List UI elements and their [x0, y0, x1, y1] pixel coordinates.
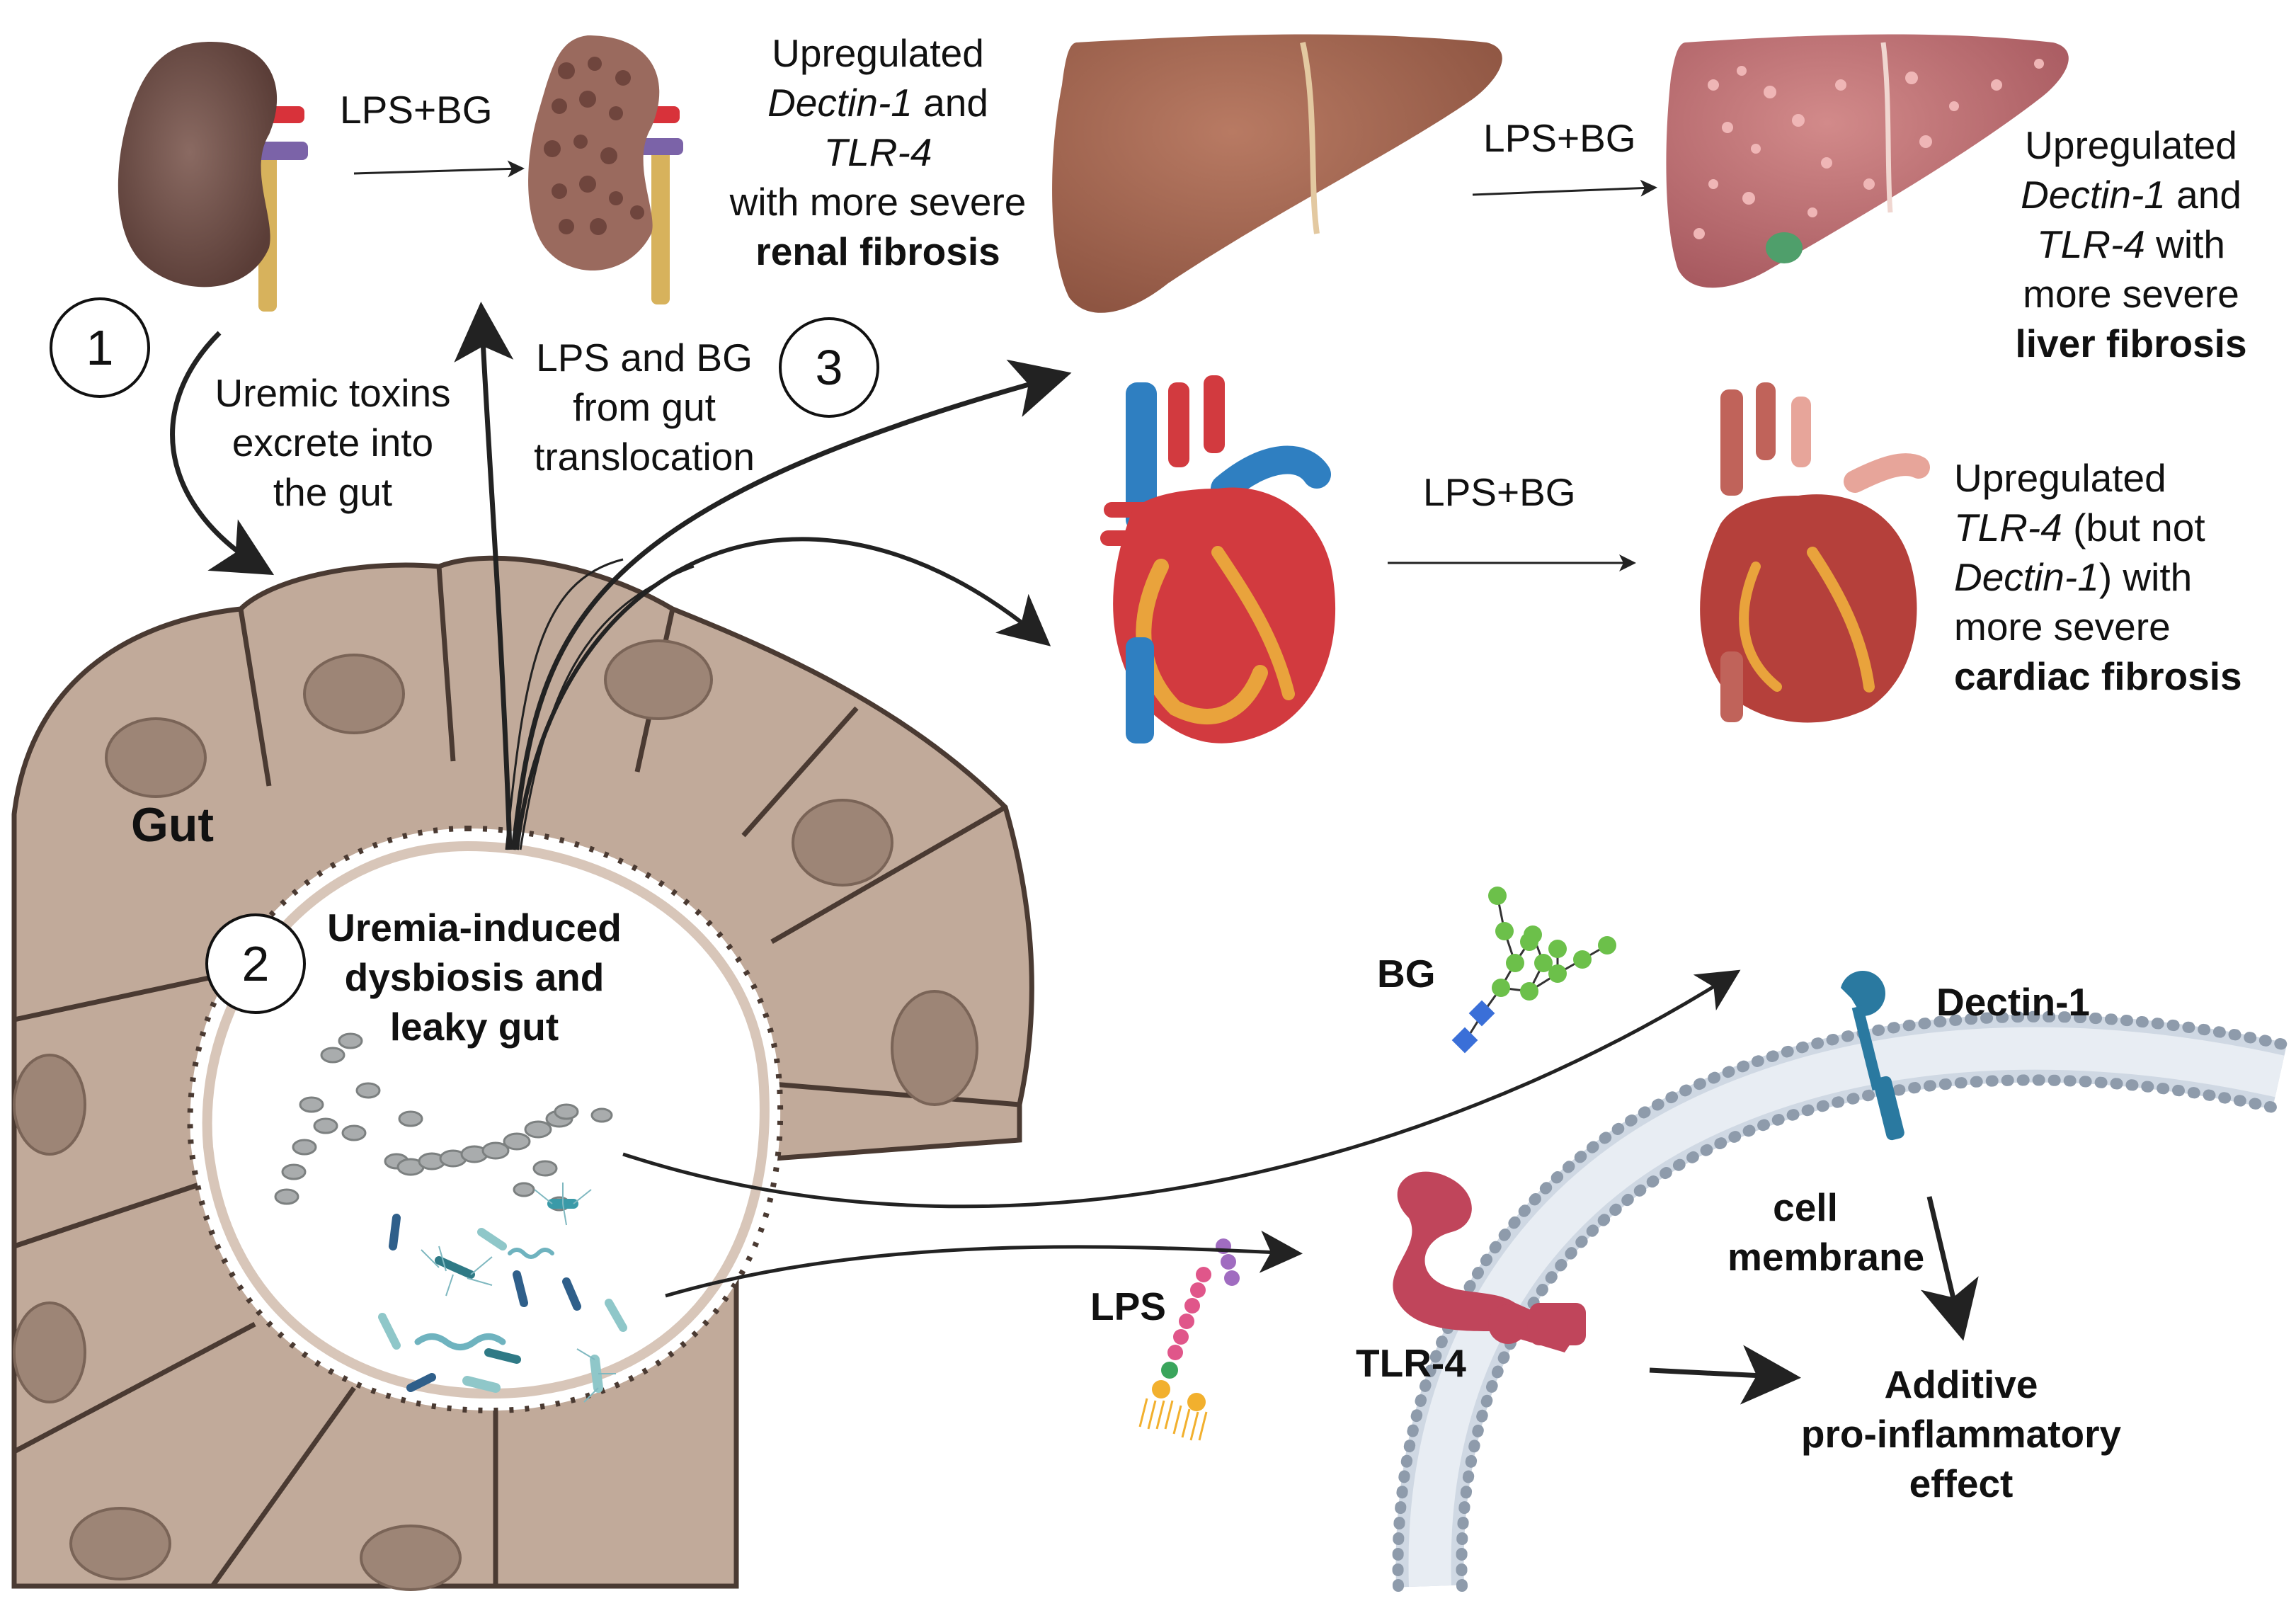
- dectin1-receptor-illustration: [1841, 971, 1904, 1141]
- step-2-badge: 2: [205, 913, 306, 1014]
- healthy-heart-illustration: [1100, 375, 1336, 743]
- arrow-dectin-to-effect: [1920, 1196, 1979, 1341]
- arrow-translocation-to-kidney: [454, 302, 514, 850]
- bg-molecule-illustration: [1451, 887, 1616, 1054]
- heart-result-text: Upregulated TLR-4 (but not Dectin-1) wit…: [1954, 456, 2242, 698]
- tlr4-receptor-illustration: [1393, 1171, 1586, 1352]
- liver-arrow-label: LPS+BG: [1483, 116, 1636, 160]
- uremic-toxins-text: Uremic toxins excrete into the gut: [215, 371, 451, 514]
- arrow-lps-to-tlr4: [665, 1230, 1303, 1298]
- gut-illustration: [11, 555, 1034, 1591]
- cell-membrane-illustration: [1392, 1010, 2289, 1592]
- fibrotic-kidney-illustration: [528, 35, 683, 304]
- healthy-kidney-illustration: [118, 42, 308, 312]
- dysbiosis-text: Uremia-induced dysbiosis and leaky gut: [327, 906, 622, 1049]
- translocation-text: LPS and BG from gut translocation: [534, 336, 755, 479]
- kidney-arrow-label: LPS+BG: [340, 88, 493, 132]
- arrow-uremic-toxins: [170, 331, 275, 576]
- lps-label: LPS: [1090, 1284, 1166, 1328]
- fibrotic-liver-illustration: [1666, 34, 2069, 288]
- arrow-bg-to-dectin: [622, 969, 1741, 1209]
- tlr4-label: TLR-4: [1356, 1341, 1466, 1385]
- gut-label: Gut: [131, 798, 215, 852]
- arrow-tlr4-to-effect: [1649, 1345, 1801, 1405]
- liver-result-text: Upregulated Dectin-1 and TLR-4 with more…: [2015, 123, 2247, 365]
- fibrotic-heart-illustration: [1700, 382, 1930, 723]
- heart-arrow-label: LPS+BG: [1423, 470, 1576, 514]
- arrow-kidney-lps-bg: [353, 160, 525, 178]
- kidney-result-text: Upregulated Dectin-1 and TLR-4 with more…: [729, 31, 1027, 273]
- additive-effect-text: Additive pro-inflammatory effect: [1800, 1362, 2122, 1505]
- dectin1-label: Dectin-1: [1936, 980, 2090, 1024]
- healthy-liver-illustration: [1052, 34, 1502, 313]
- cell-membrane-label: cell membrane: [1727, 1185, 1925, 1279]
- arrows: [170, 160, 1979, 1405]
- arrow-liver-lps-bg: [1472, 179, 1657, 197]
- bg-label: BG: [1377, 952, 1436, 996]
- lps-molecule-illustration: [1138, 1238, 1240, 1441]
- step-1-badge: 1: [50, 297, 150, 398]
- step-3-badge: 3: [779, 317, 879, 418]
- arrow-translocation-to-liver: [510, 359, 1072, 850]
